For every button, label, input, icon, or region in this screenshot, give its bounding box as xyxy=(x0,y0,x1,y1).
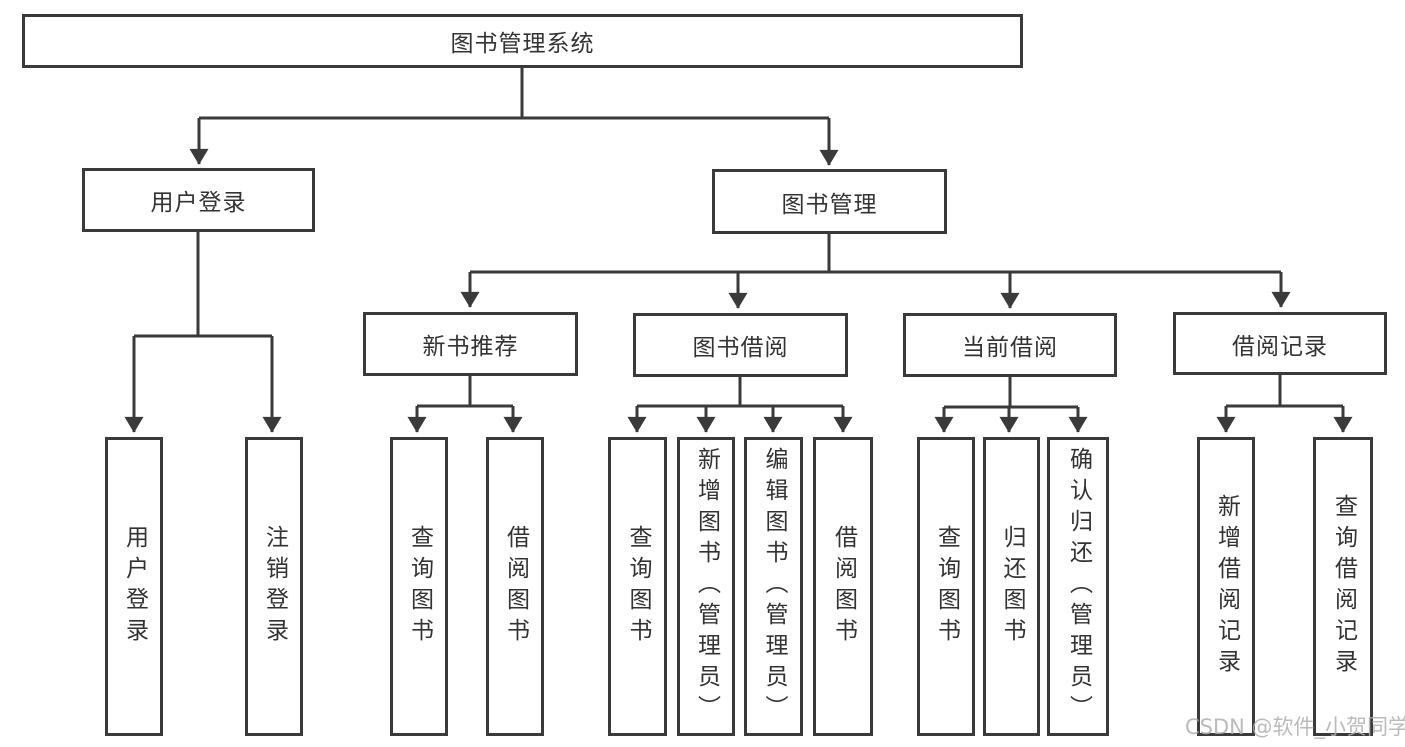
leaf-user-login-label: 用户登录 xyxy=(121,524,148,649)
leaf-logout-login-label: 注销登录 xyxy=(261,524,288,649)
leaf-bb-borrow-books-label: 借阅图书 xyxy=(830,524,857,649)
leaf-logout-login: 注销登录 xyxy=(245,437,303,736)
leaf-cb-confirm-return-admin-label: 确认归还（管理员） xyxy=(1065,447,1092,726)
leaf-nbr-borrow-books: 借阅图书 xyxy=(486,437,544,736)
node-book-borrow-label: 图书借阅 xyxy=(692,335,789,361)
connector-book-borrow xyxy=(627,377,853,433)
leaf-nbr-query-books-label: 查询图书 xyxy=(406,524,433,649)
leaf-br-add-borrow-record: 新增借阅记录 xyxy=(1197,437,1255,736)
leaf-bb-add-books-admin-label: 新增图书（管理员） xyxy=(693,447,720,726)
node-library-system: 图书管理系统 xyxy=(22,14,1023,68)
node-user-login: 用户登录 xyxy=(82,168,315,232)
leaf-bb-add-books-admin: 新增图书（管理员） xyxy=(677,437,735,736)
connector-current-borrow xyxy=(934,377,1088,433)
leaf-bb-borrow-books: 借阅图书 xyxy=(813,437,873,736)
leaf-cb-confirm-return-admin: 确认归还（管理员） xyxy=(1047,437,1109,736)
connector-book-management xyxy=(460,234,1291,309)
node-current-borrow-label: 当前借阅 xyxy=(962,335,1058,361)
node-current-borrow: 当前借阅 xyxy=(903,313,1117,377)
leaf-br-query-borrow-record: 查询借阅记录 xyxy=(1313,437,1373,736)
leaf-nbr-borrow-books-label: 借阅图书 xyxy=(502,524,529,649)
node-book-management: 图书管理 xyxy=(712,169,947,234)
leaf-cb-query-books: 查询图书 xyxy=(917,437,975,736)
leaf-bb-query-books: 查询图书 xyxy=(608,437,667,736)
node-borrow-records-label: 借阅记录 xyxy=(1232,333,1328,360)
csdn-watermark: CSDN @软件_小贺同学 xyxy=(1185,715,1405,739)
connector-root xyxy=(189,68,839,166)
leaf-bb-edit-books-admin: 编辑图书（管理员） xyxy=(744,437,803,736)
leaf-bb-query-books-label: 查询图书 xyxy=(625,524,651,649)
leaf-nbr-query-books: 查询图书 xyxy=(390,437,448,736)
node-book-borrow: 图书借阅 xyxy=(633,313,848,377)
node-borrow-records: 借阅记录 xyxy=(1173,312,1387,375)
leaf-cb-return-books: 归还图书 xyxy=(983,437,1040,736)
leaf-br-add-borrow-record-label: 新增借阅记录 xyxy=(1213,493,1240,680)
node-user-login-label: 用户登录 xyxy=(150,190,247,216)
leaf-bb-edit-books-admin-label: 编辑图书（管理员） xyxy=(761,447,787,726)
leaf-br-query-borrow-record-label: 查询借阅记录 xyxy=(1330,493,1357,680)
leaf-cb-return-books-label: 归还图书 xyxy=(999,524,1025,649)
leaf-cb-query-books-label: 查询图书 xyxy=(933,524,960,649)
node-new-book-recommend: 新书推荐 xyxy=(363,312,578,376)
connector-borrow-records xyxy=(1216,375,1353,433)
leaf-user-login: 用户登录 xyxy=(105,437,163,736)
node-new-book-recommend-label: 新书推荐 xyxy=(422,334,519,360)
connector-user-login xyxy=(124,232,282,433)
node-book-management-label: 图书管理 xyxy=(781,191,878,218)
connector-new-book-recommend xyxy=(407,376,523,433)
node-library-system-label: 图书管理系统 xyxy=(450,31,595,57)
